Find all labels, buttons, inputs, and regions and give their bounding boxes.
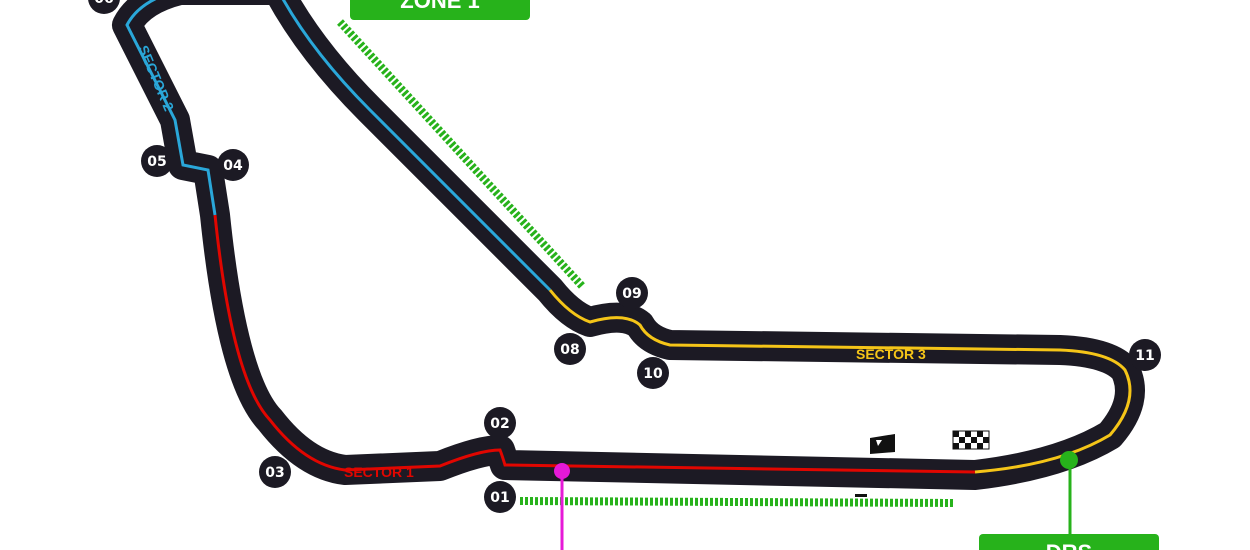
drs-zone-1-label-box: ZONE 1 bbox=[350, 0, 530, 20]
svg-text:ZONE 1: ZONE 1 bbox=[400, 0, 479, 13]
drs-zone-1-strip bbox=[337, 19, 585, 289]
svg-text:04: 04 bbox=[223, 158, 243, 174]
turn-08-badge: 08 bbox=[554, 333, 586, 365]
turn-02-badge: 02 bbox=[484, 407, 516, 439]
turn-09-badge: 09 bbox=[616, 277, 648, 309]
turn-10-badge: 10 bbox=[637, 357, 669, 389]
svg-text:02: 02 bbox=[490, 416, 509, 432]
svg-text:03: 03 bbox=[265, 465, 284, 481]
pit-line-tick bbox=[855, 494, 867, 497]
pit-exit-flag-icon bbox=[870, 434, 895, 454]
drs-label-box: DRS bbox=[979, 534, 1159, 550]
svg-text:01: 01 bbox=[490, 490, 509, 506]
checkered-flag-icon bbox=[952, 430, 990, 450]
sector-3-line bbox=[548, 289, 1132, 474]
turn-05-badge: 05 bbox=[141, 145, 173, 177]
turn-01-badge: 01 bbox=[484, 481, 516, 513]
sector-3-label: SECTOR 3 bbox=[856, 346, 926, 362]
turn-04-badge: 04 bbox=[217, 149, 249, 181]
turn-06-badge: 06 bbox=[88, 0, 120, 14]
svg-text:05: 05 bbox=[147, 154, 166, 170]
svg-text:10: 10 bbox=[643, 366, 663, 382]
sector-1-line bbox=[213, 214, 976, 474]
svg-text:06: 06 bbox=[94, 0, 113, 7]
sector-2-line bbox=[125, 0, 552, 292]
drs-zone-main-strip bbox=[519, 497, 956, 507]
svg-text:DRS: DRS bbox=[1046, 540, 1092, 550]
sector-1-label: SECTOR 1 bbox=[344, 464, 414, 480]
speed-trap-dot bbox=[554, 463, 570, 479]
svg-text:08: 08 bbox=[560, 342, 579, 358]
svg-text:09: 09 bbox=[622, 286, 641, 302]
turn-03-badge: 03 bbox=[259, 456, 291, 488]
track-asphalt bbox=[112, 0, 1145, 490]
turn-11-badge: 11 bbox=[1129, 339, 1161, 371]
drs-detection-dot bbox=[1060, 451, 1078, 469]
svg-text:11: 11 bbox=[1135, 348, 1154, 364]
